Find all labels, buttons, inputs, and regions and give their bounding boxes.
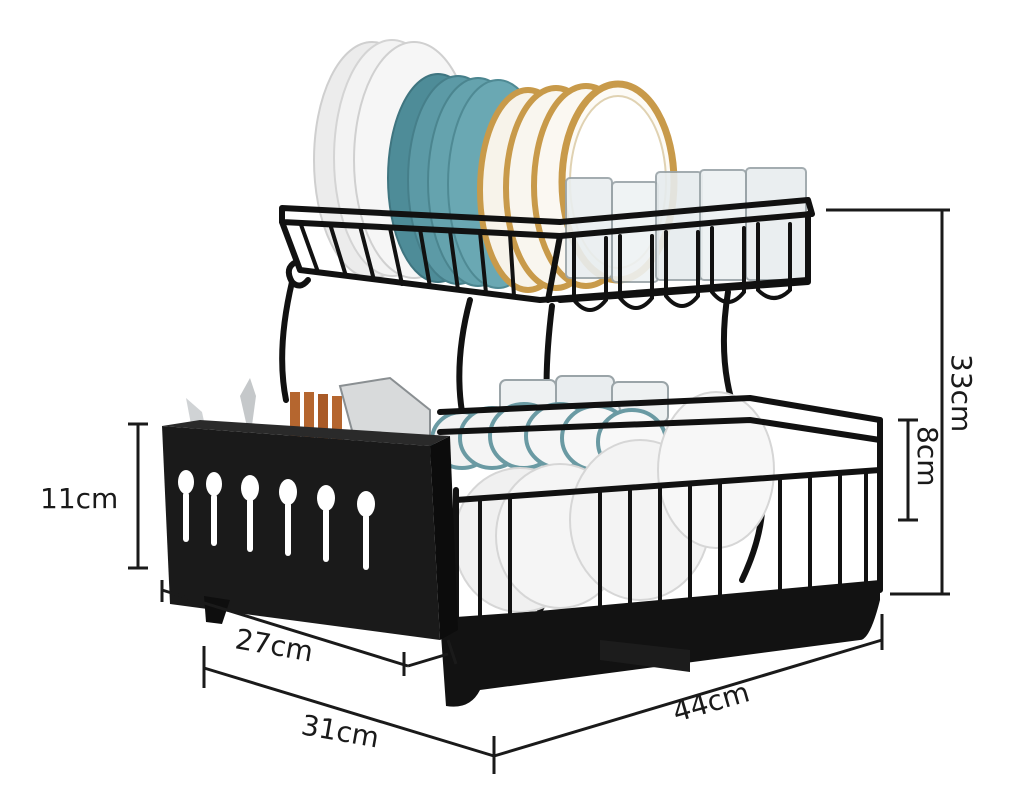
drip-tray [440,580,880,707]
overall-depth-label: 31cm [299,708,382,754]
dim-total-height: 33cm [826,208,978,596]
upper-rack-frame [279,197,815,312]
dim-lower-tier-height: 8cm [898,418,944,522]
utensil-basket [162,376,458,640]
lower-tier-height-label: 8cm [911,426,944,486]
total-height-label: 33cm [945,354,978,432]
basket-height-label: 11cm [40,482,118,515]
basket-depth-label: 27cm [233,622,316,668]
dim-basket-height: 11cm [40,422,148,570]
lower-plates [430,391,775,613]
overall-width-label: 44cm [669,675,753,728]
